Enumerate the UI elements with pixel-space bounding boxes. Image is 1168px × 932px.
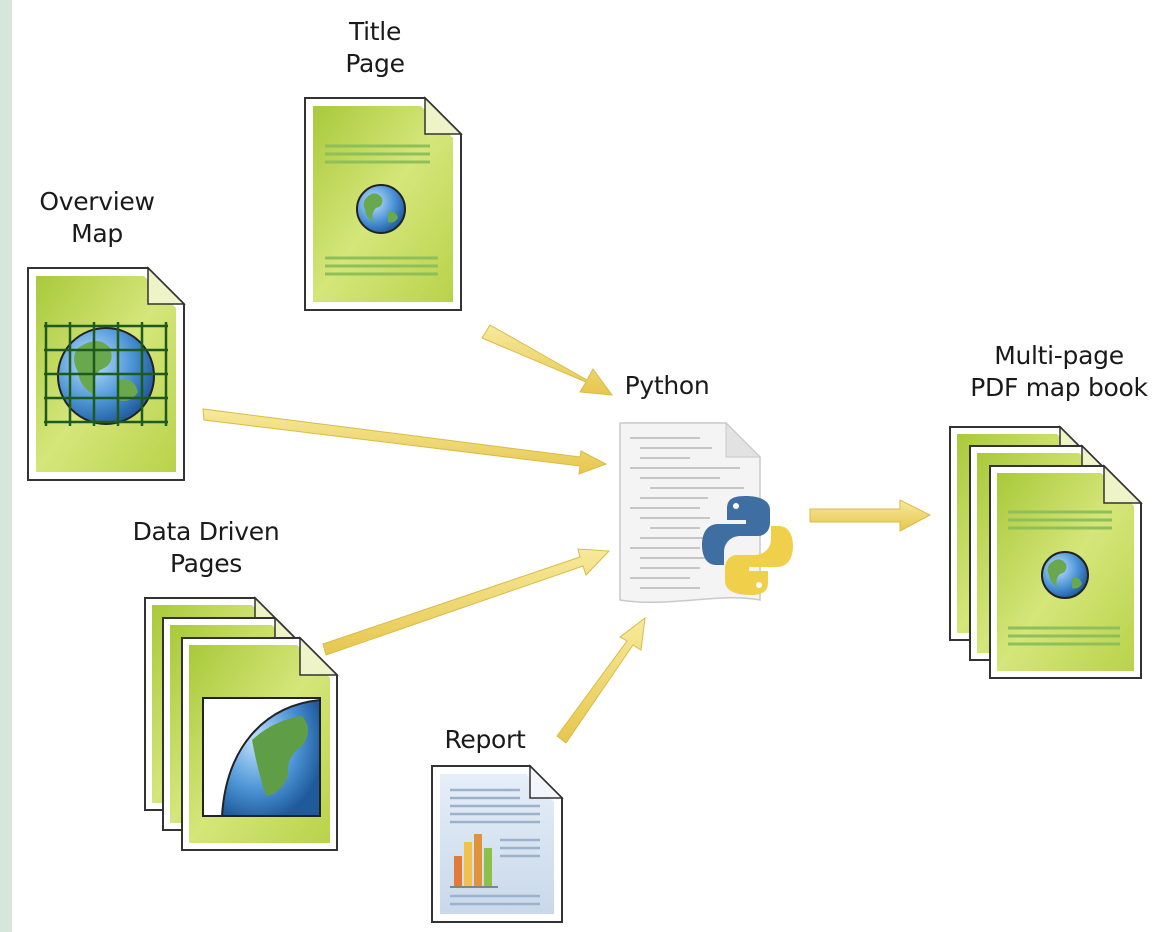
- python-label: Python: [624, 371, 710, 400]
- arrow-title-to-python: [481, 324, 614, 396]
- title-page-document: [304, 96, 463, 311]
- globe-icon: [1041, 551, 1089, 599]
- map-book-label: Multi-page PDF map book: [970, 341, 1148, 402]
- map-book-stack: [949, 425, 1143, 679]
- globe-icon: [202, 697, 321, 817]
- chart-icon: [450, 834, 498, 888]
- report-document: [431, 764, 564, 923]
- arrow-overview-to-python: [202, 408, 608, 475]
- python-logo-icon: [702, 496, 793, 595]
- data-driven-pages-stack: [144, 596, 339, 851]
- arrow-python-to-mapbook: [809, 499, 932, 532]
- title-page-label: Title Page: [345, 17, 405, 78]
- globe-icon: [356, 184, 406, 234]
- diagram-svg: [27, 96, 1143, 923]
- overview-map-document: [27, 266, 186, 481]
- overview-map-label: Overview Map: [39, 187, 155, 248]
- python-script-document: [619, 421, 793, 603]
- diagram-canvas: Title Page Overview Map Data Driven Page…: [12, 0, 1168, 932]
- arrow-ddp-to-python: [322, 548, 611, 656]
- data-driven-pages-label: Data Driven Pages: [132, 517, 280, 578]
- globe-icon: [57, 327, 155, 425]
- arrow-report-to-python: [556, 616, 646, 744]
- report-label: Report: [444, 725, 526, 754]
- map-grid-icon: [44, 322, 168, 426]
